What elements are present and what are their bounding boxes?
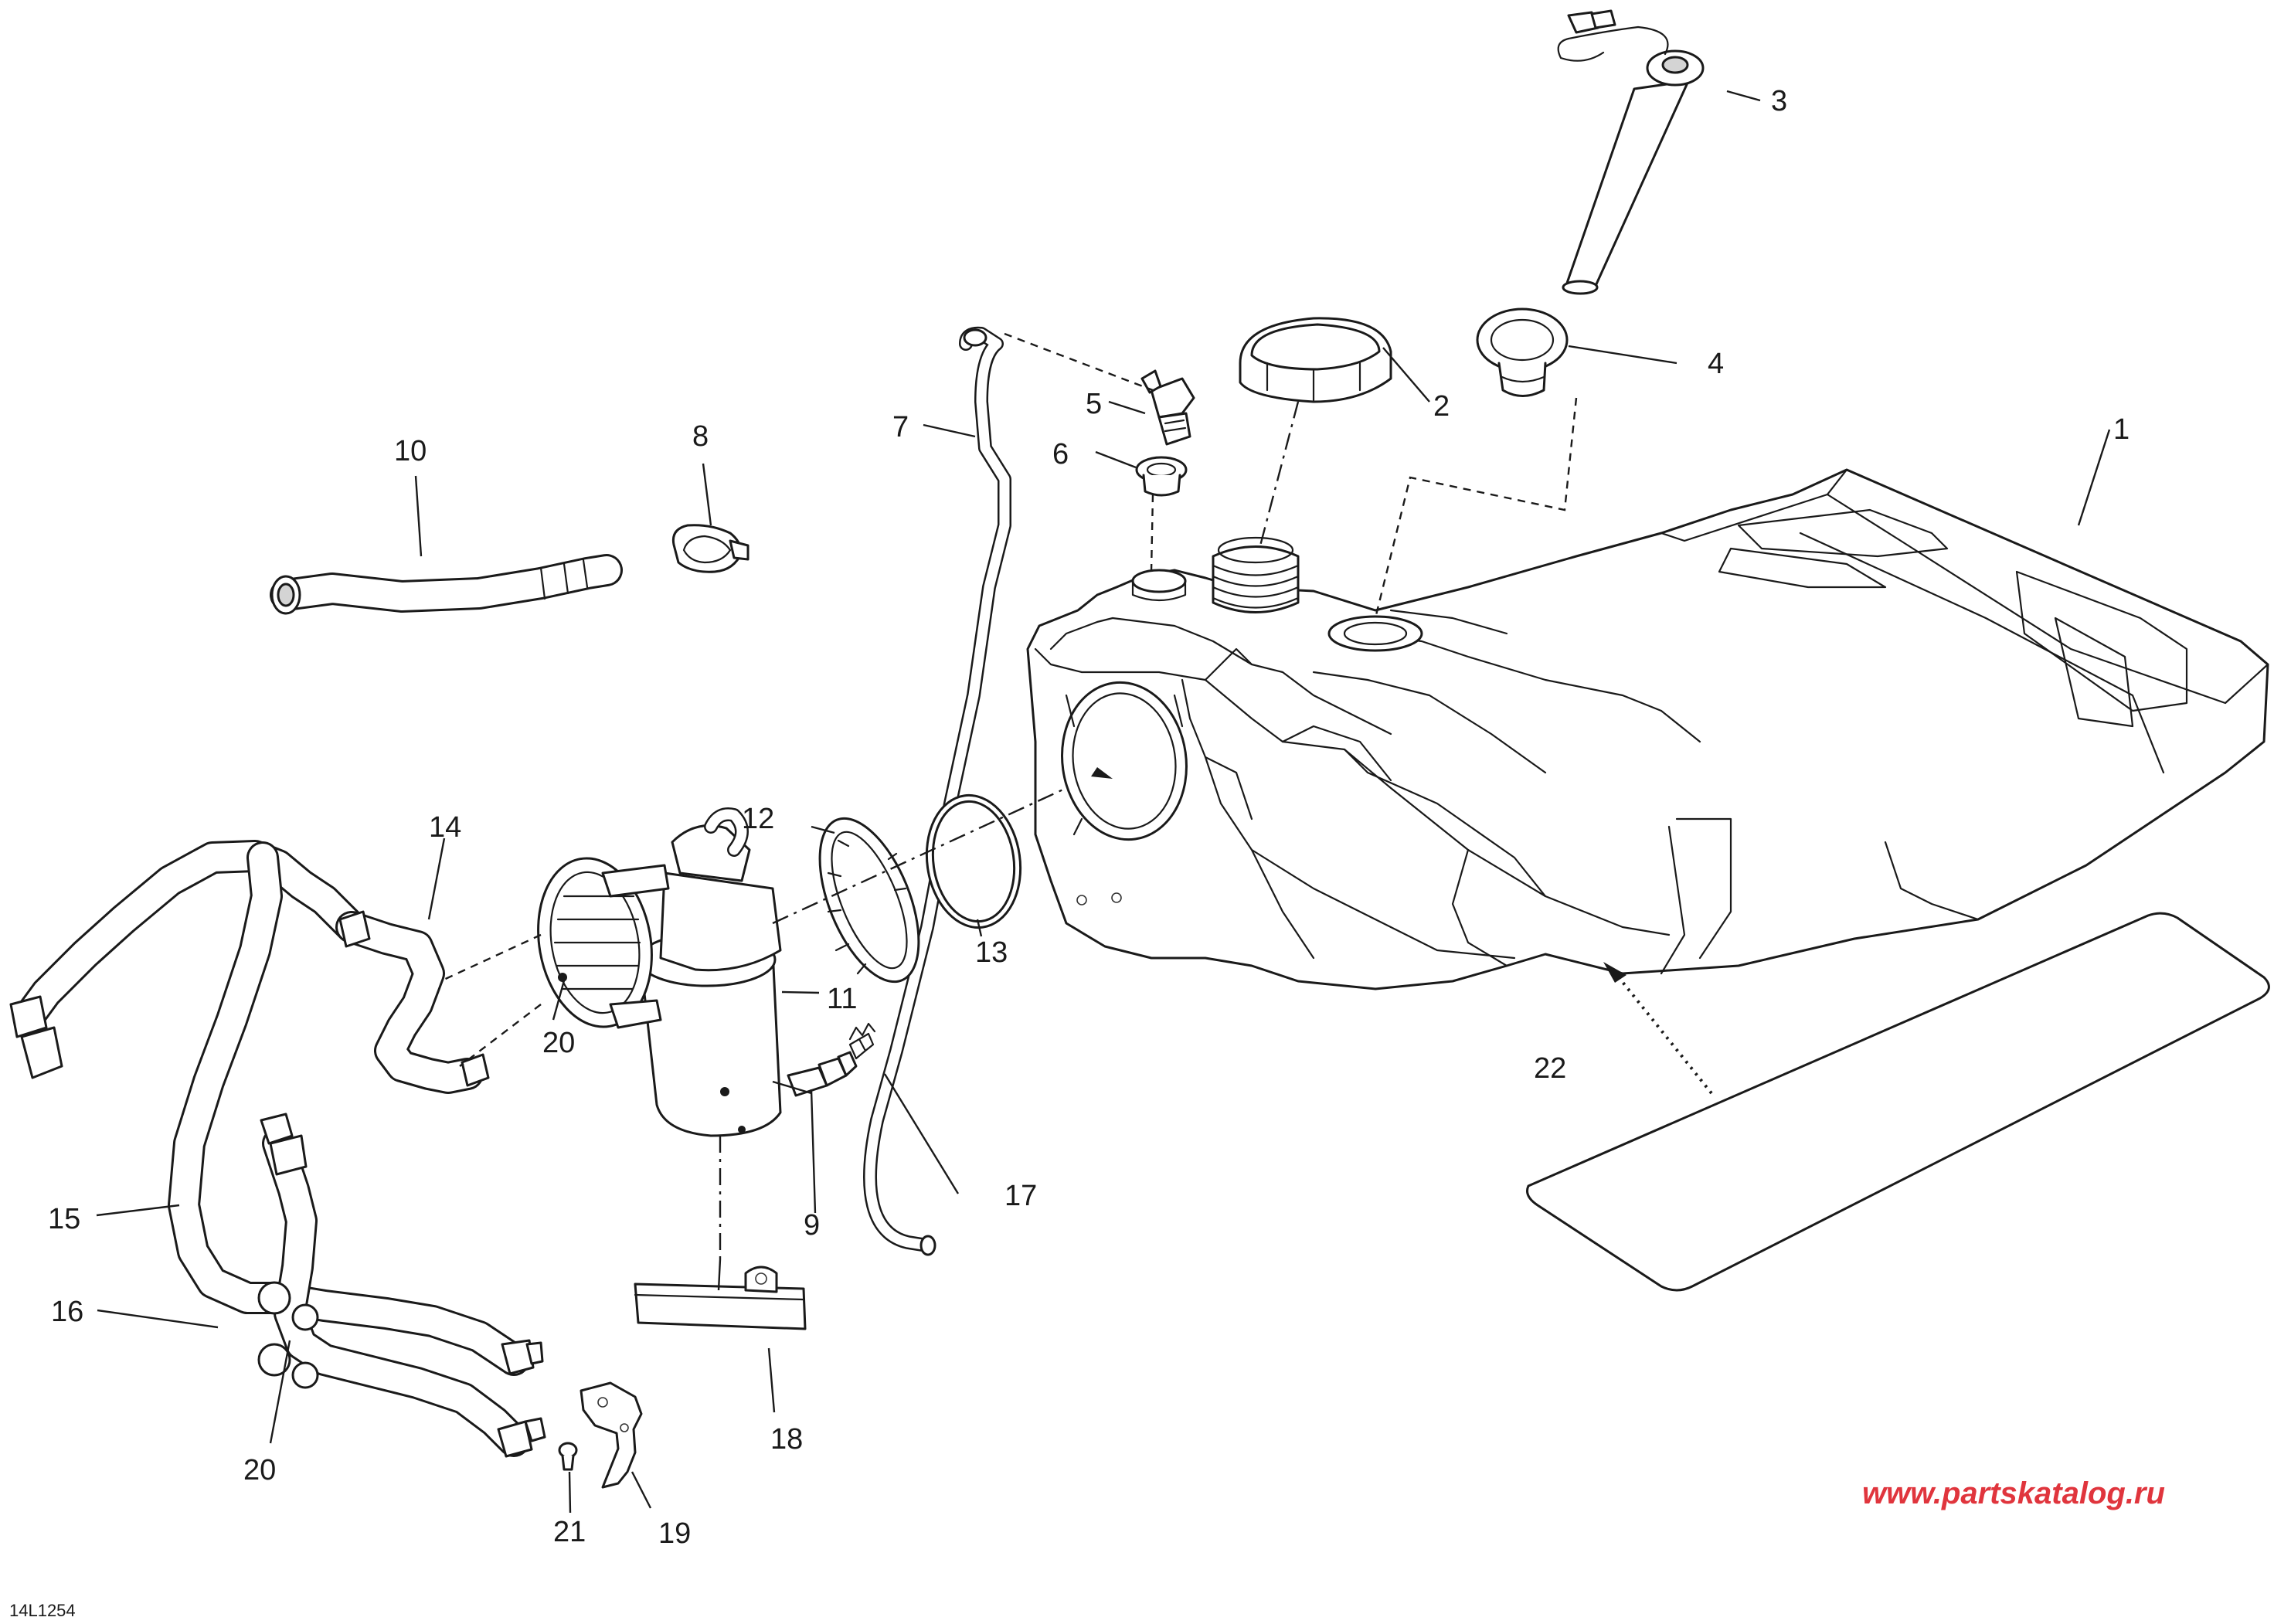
callout-15: 15: [48, 1203, 80, 1235]
callout-18: 18: [770, 1423, 803, 1456]
callout-21: 21: [553, 1516, 586, 1548]
vent-valve: [1140, 369, 1195, 446]
mounting-bracket: [580, 1381, 643, 1489]
callout-7: 7: [892, 411, 909, 443]
fuel-pump: [537, 807, 782, 1137]
callout-20-hoses: 20: [243, 1454, 276, 1486]
callout-6: 6: [1052, 438, 1069, 471]
callout-22: 22: [1534, 1052, 1566, 1085]
fuel-filter-strainer: [634, 1266, 807, 1330]
callout-4: 4: [1708, 348, 1724, 380]
filler-cap: [1239, 317, 1392, 403]
screw: [558, 1442, 578, 1471]
callout-19: 19: [658, 1517, 691, 1550]
hose-clamp: [671, 524, 750, 573]
callout-13: 13: [975, 936, 1008, 969]
callout-5: 5: [1086, 388, 1102, 420]
fuel-tank: [1026, 468, 2269, 990]
callout-17: 17: [1004, 1180, 1037, 1212]
valve-grommet: [1135, 456, 1188, 497]
tank-pad: [1526, 912, 2270, 1292]
callout-8: 8: [692, 420, 709, 453]
vent-hose: [863, 326, 1011, 1256]
fuel-hose-assembly: [9, 840, 546, 1458]
check-valve: [848, 1022, 876, 1041]
fuel-level-sender: [1557, 9, 1705, 295]
fuel-hose: [270, 554, 623, 615]
callout-14: 14: [429, 811, 461, 844]
outlet-fitting: [787, 1032, 875, 1097]
lock-ring: [818, 817, 920, 984]
callout-9: 9: [804, 1209, 820, 1242]
sender-grommet: [1476, 307, 1569, 397]
callout-12: 12: [742, 803, 774, 835]
callout-2: 2: [1433, 390, 1450, 423]
callout-labels: 1 2 3 4 5 6 7 8 9 10 11 12 13 14 15 16 1…: [48, 85, 2130, 1550]
callout-11: 11: [827, 983, 857, 1015]
callout-3: 3: [1771, 85, 1787, 117]
callout-20-pump: 20: [542, 1027, 575, 1059]
watermark: www.partskatalog.ru: [1862, 1476, 2165, 1510]
callout-16: 16: [51, 1296, 83, 1328]
drawing-code: 14L1254: [9, 1601, 76, 1620]
o-ring: [925, 793, 1022, 929]
leader-lines: [96, 90, 2111, 1514]
callout-10: 10: [394, 435, 427, 467]
callout-1: 1: [2113, 413, 2130, 446]
